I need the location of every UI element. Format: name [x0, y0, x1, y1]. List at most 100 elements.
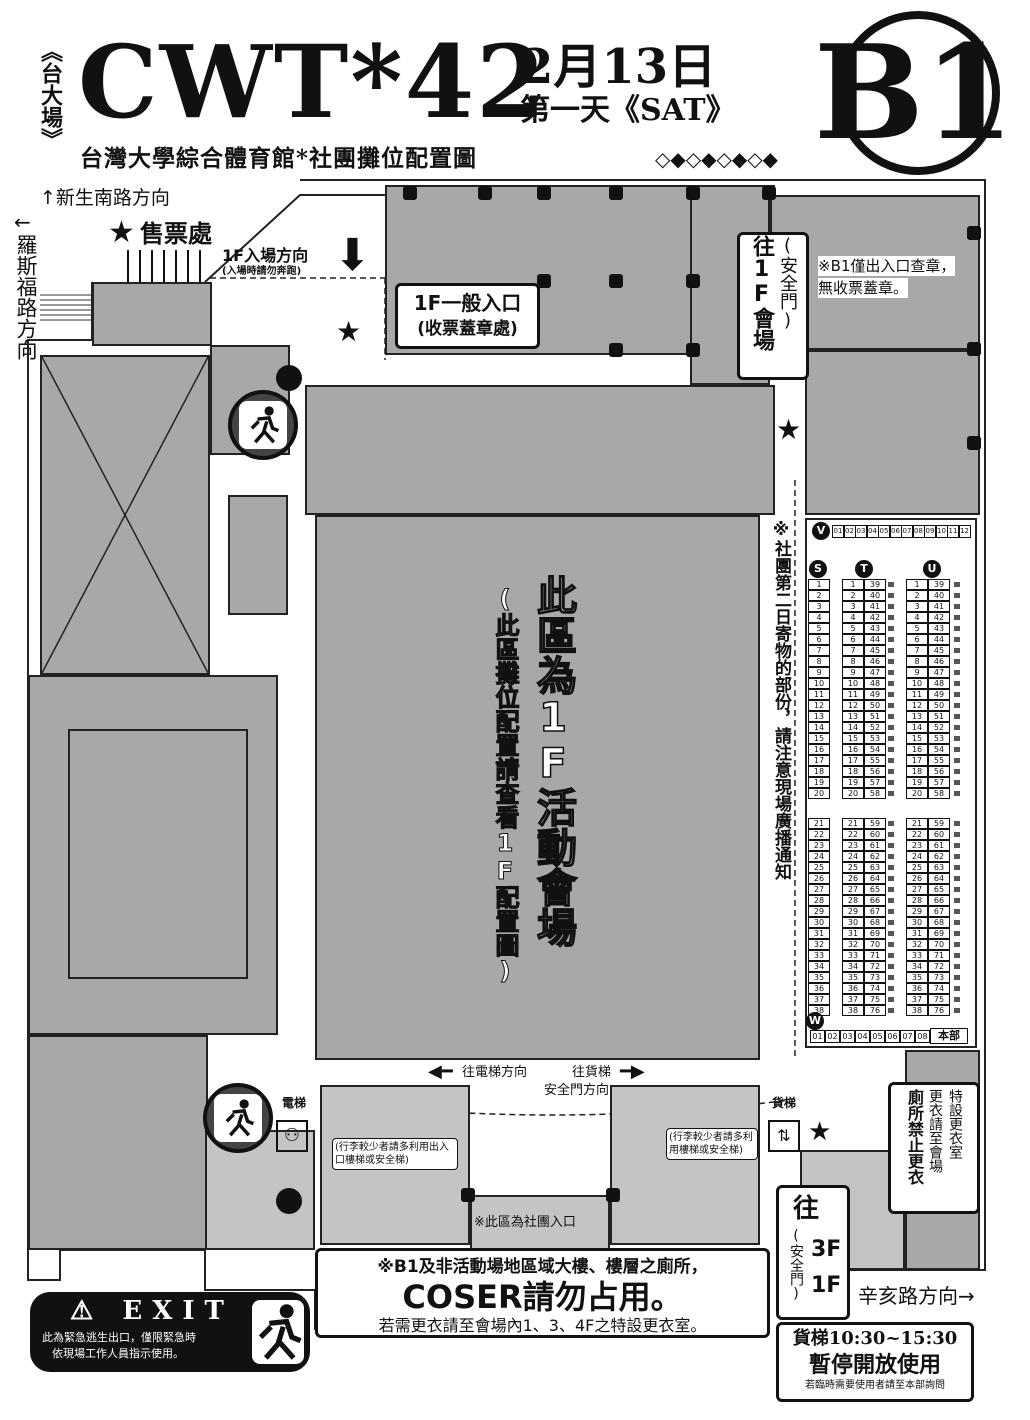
booth-t: 67 [864, 906, 886, 917]
no-changing-label: 廁所禁止更衣 [905, 1089, 924, 1185]
booth-divider [954, 876, 960, 881]
booth-divider [954, 714, 960, 719]
arrow-down-icon: ⬇ [334, 230, 371, 281]
booth-v-09: 09 [924, 525, 936, 538]
booth-u: 64 [928, 873, 950, 884]
booth-divider [888, 626, 894, 631]
arrow-right-icon: ━▶ [620, 1061, 645, 1082]
booth-divider [888, 909, 894, 914]
booth-t: 52 [864, 722, 886, 733]
booth-divider [954, 791, 960, 796]
to-freight-label-2: 安全門方向 [544, 1083, 610, 1098]
booth-t: 11 [842, 689, 864, 700]
booth-s: 18 [808, 766, 830, 777]
booth-divider [954, 964, 960, 969]
booth-s: 15 [808, 733, 830, 744]
booth-s: 28 [808, 895, 830, 906]
booth-u: 27 [906, 884, 928, 895]
direction-west-arrow: ← [14, 210, 31, 234]
freight-notice: 貨梯10:30~15:30 暫停開放使用 若臨時需要使用者請至本部詢問 [776, 1322, 974, 1402]
booth-s: 17 [808, 755, 830, 766]
ticket-hall [92, 282, 212, 346]
booth-u: 59 [928, 818, 950, 829]
entry-1f-note: (入場時請勿奔跑) [222, 266, 302, 277]
booth-t: 32 [842, 939, 864, 950]
booth-s: 29 [808, 906, 830, 917]
booth-v-06: 06 [889, 525, 902, 538]
booth-t: 66 [864, 895, 886, 906]
booth-t: 25 [842, 862, 864, 873]
booth-t: 36 [842, 983, 864, 994]
booth-divider [888, 920, 894, 925]
map-subtitle: 台灣大學綜合體育館*社團攤位配置圖 [80, 145, 478, 172]
booth-t: 28 [842, 895, 864, 906]
booth-divider [888, 604, 894, 609]
booth-t: 51 [864, 711, 886, 722]
booth-w-02: 02 [825, 1030, 840, 1043]
booth-u: 51 [928, 711, 950, 722]
to-1f-venue-box: 往1F會場 (安全門) [737, 232, 809, 380]
booth-divider [888, 714, 894, 719]
freight-notice-line1: 貨梯10:30~15:30 [792, 1328, 958, 1349]
booth-s: 5 [808, 623, 830, 634]
booth-u: 49 [928, 689, 950, 700]
booth-t: 64 [864, 873, 886, 884]
booth-u: 1 [906, 579, 928, 590]
entry-1f-label: 1F入場方向 [222, 246, 309, 265]
booth-w-08: 08 [915, 1030, 930, 1043]
star-icon: ★ [776, 413, 802, 446]
booth-s: 3 [808, 601, 830, 612]
booth-t: 72 [864, 961, 886, 972]
booth-divider [888, 975, 894, 980]
central-note: (此區攤位配置請查看1F配置圖) [491, 585, 520, 986]
booth-t: 45 [864, 645, 886, 656]
booth-t: 65 [864, 884, 886, 895]
luggage-note-left: (行李較少者請多利用出入口樓梯或安全梯) [332, 1138, 458, 1170]
booth-divider [954, 1008, 960, 1013]
booth-u: 22 [906, 829, 928, 840]
booth-u: 73 [928, 972, 950, 983]
exit-runner-icon [252, 1300, 304, 1364]
booth-w-01: 01 [810, 1030, 825, 1043]
hall-cross-icon [41, 356, 209, 674]
booth-t: 55 [864, 755, 886, 766]
booth-divider [888, 854, 894, 859]
booth-u: 58 [928, 788, 950, 799]
booth-t: 27 [842, 884, 864, 895]
booth-divider [954, 637, 960, 642]
floor-badge: B1 [808, 8, 1014, 178]
booth-u: 32 [906, 939, 928, 950]
booth-divider [888, 681, 894, 686]
booth-t: 16 [842, 744, 864, 755]
booth-divider [888, 964, 894, 969]
booth-u: 44 [928, 634, 950, 645]
floor-badge-ring-icon [836, 11, 1000, 175]
booth-w-05: 05 [870, 1030, 885, 1043]
booth-w-03: 03 [840, 1030, 855, 1043]
booth-u: 29 [906, 906, 928, 917]
booth-t: 60 [864, 829, 886, 840]
booth-divider [954, 670, 960, 675]
booth-divider [888, 865, 894, 870]
booth-u: 13 [906, 711, 928, 722]
to-3f-floors: 3F 1F [811, 1237, 842, 1298]
booth-u: 17 [906, 755, 928, 766]
booth-u: 19 [906, 777, 928, 788]
booth-u: 7 [906, 645, 928, 656]
booth-t: 9 [842, 667, 864, 678]
booth-s: 22 [808, 829, 830, 840]
booth-u: 2 [906, 590, 928, 601]
booth-divider [954, 986, 960, 991]
row-v-badge: V [812, 522, 830, 540]
direction-north: ↑新生南路方向 [40, 187, 170, 209]
storage-note: ※社團第二日寄物的部份，請注意現場廣播通知 [770, 520, 792, 880]
to-elevator-label: 往電梯方向 [462, 1065, 528, 1080]
coser-notice: ※B1及非活動場地區域大樓、樓層之廁所， COSER請勿占用。 若需更衣請至會場… [315, 1248, 770, 1338]
booth-v-03: 03 [855, 525, 867, 538]
row-w-badge: W [806, 1012, 824, 1030]
booth-u: 72 [928, 961, 950, 972]
booth-u: 6 [906, 634, 928, 645]
booth-s: 14 [808, 722, 830, 733]
west-hall [40, 355, 210, 675]
booth-t: 68 [864, 917, 886, 928]
